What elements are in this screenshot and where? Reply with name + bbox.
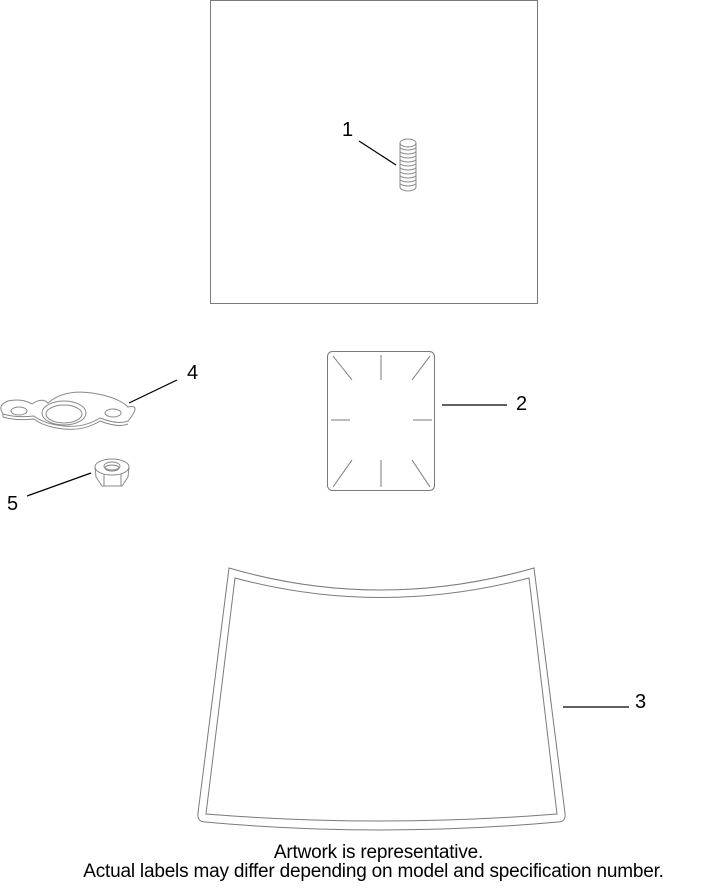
leader-line-1 xyxy=(358,140,397,166)
caption-line-2: Actual labels may differ depending on mo… xyxy=(83,861,664,882)
stud-icon xyxy=(399,138,417,192)
hex-nut-icon xyxy=(94,458,130,487)
leader-line-4 xyxy=(128,379,178,404)
gasket-icon xyxy=(0,391,136,430)
callout-4: 4 xyxy=(187,362,199,384)
callout-3: 3 xyxy=(635,691,647,713)
callout-5: 5 xyxy=(7,493,19,515)
callout-1: 1 xyxy=(342,119,354,141)
label-icon xyxy=(327,351,435,491)
decal-icon xyxy=(197,567,566,831)
leader-line-5 xyxy=(26,472,92,497)
part-1-frame xyxy=(210,0,538,304)
callout-2: 2 xyxy=(516,393,528,415)
caption-line-1: Artwork is representative. xyxy=(273,842,484,863)
